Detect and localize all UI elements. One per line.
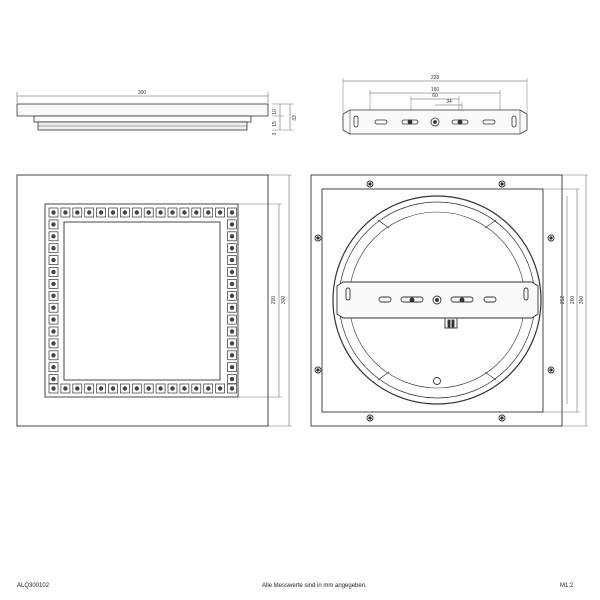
led-dot [229, 305, 235, 310]
led-dot [122, 386, 128, 391]
led-dot [51, 234, 56, 239]
led-dot [63, 210, 68, 215]
front-height-label-total: 33 [292, 115, 298, 121]
front-height-label-1: 10 [272, 109, 278, 115]
led-dot [217, 210, 223, 215]
led-dot [206, 386, 211, 391]
front-width-label: 300 [138, 90, 147, 96]
led-dot [51, 341, 56, 346]
back-dim-252: 252 [560, 296, 566, 305]
footer-note: Alle Messwerte sind in mm angegeben. [262, 583, 367, 589]
front-height-label-2: 15 [272, 121, 278, 127]
led-dot [229, 293, 235, 298]
led-dot [51, 281, 56, 287]
top-view [16, 174, 292, 427]
led-array [48, 207, 237, 394]
led-dot [51, 329, 56, 334]
led-dot [63, 386, 68, 391]
led-dot [158, 386, 163, 391]
led-dot [51, 257, 56, 263]
top-led-dim-label: 200 [271, 296, 277, 305]
led-dot [75, 386, 80, 391]
led-dot [51, 210, 56, 215]
led-dot [229, 222, 235, 227]
led-dot [229, 353, 235, 358]
led-dot [229, 317, 235, 322]
bracket-overall-label: 228 [431, 75, 440, 81]
bracket-dim-34: 34 [446, 99, 452, 105]
led-dot [146, 210, 151, 215]
led-dot [229, 365, 235, 370]
led-dot [98, 386, 104, 391]
led-dot [170, 210, 175, 215]
back-dim-300: 300 [579, 296, 585, 305]
led-dot [75, 210, 80, 215]
led-dot [229, 386, 235, 391]
led-dot [217, 386, 223, 391]
led-dot [229, 329, 235, 334]
screw-holes [314, 180, 555, 422]
bracket-view [342, 78, 528, 135]
back-dim-260: 260 [570, 296, 576, 305]
front-profile-view [16, 92, 294, 131]
led-dot [229, 281, 235, 287]
led-dot [206, 210, 211, 215]
led-dot [51, 269, 56, 275]
led-dot [87, 386, 92, 391]
led-dot [51, 353, 56, 358]
led-dot [146, 386, 151, 391]
led-dot [229, 210, 235, 215]
bracket-dim-60: 60 [432, 93, 438, 99]
led-dot [229, 234, 235, 239]
led-dot [158, 210, 163, 215]
led-dot [229, 246, 235, 251]
led-dot [229, 341, 235, 346]
led-dot [51, 365, 56, 370]
led-dot [98, 210, 104, 215]
led-dot [51, 317, 56, 322]
led-dot [170, 386, 175, 391]
led-dot [182, 386, 187, 391]
led-dot [110, 210, 116, 215]
led-dot [229, 257, 235, 263]
led-dot [51, 222, 56, 227]
led-dot [134, 386, 139, 391]
led-dot [51, 293, 56, 298]
footer-code: ALQ300102 [17, 583, 50, 589]
led-dot [51, 246, 56, 251]
led-dot [182, 210, 187, 215]
led-dot [87, 210, 92, 215]
footer-scale: M1:2 [560, 583, 574, 589]
led-dot [194, 210, 199, 215]
led-dot [110, 386, 116, 391]
led-dot [229, 376, 235, 382]
led-dot [51, 376, 56, 382]
led-dot [134, 210, 139, 215]
led-dot [51, 305, 56, 310]
bracket-dim-160: 160 [431, 87, 440, 93]
led-dot [122, 210, 128, 215]
top-overall-dim-label: 300 [281, 296, 287, 305]
led-dot [194, 386, 199, 391]
led-dot [51, 386, 56, 391]
front-height-label-3: 3 [272, 132, 278, 135]
led-dot [229, 269, 235, 275]
back-view [310, 174, 588, 427]
